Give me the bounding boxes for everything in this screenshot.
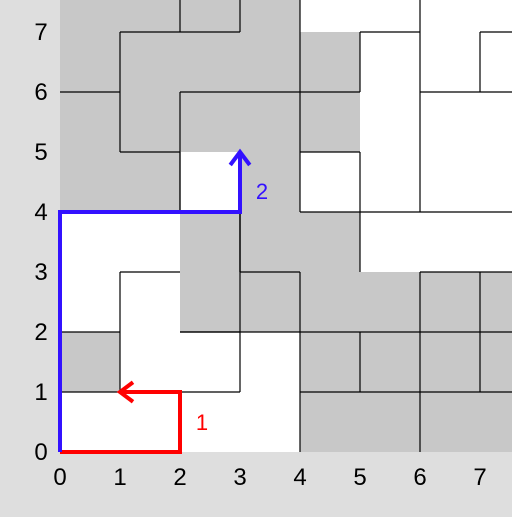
x-tick-label: 7: [473, 464, 486, 491]
x-tick-label: 5: [353, 464, 366, 491]
path-2-label: 2: [256, 179, 268, 204]
path-2: [58, 152, 242, 452]
x-tick-label: 3: [233, 464, 246, 491]
x-tick-label: 6: [413, 464, 426, 491]
x-tick-label: 0: [53, 464, 66, 491]
y-tick-label: 7: [34, 19, 47, 46]
y-tick-label: 5: [34, 139, 47, 166]
shaded-tile: [60, 332, 120, 392]
y-tick-label: 6: [34, 79, 47, 106]
y-tick-label: 3: [34, 259, 47, 286]
path-2-arrowhead: [228, 148, 252, 167]
y-tick-label: 4: [34, 199, 47, 226]
y-tick-label: 2: [34, 319, 47, 346]
shaded-tile: [240, 212, 360, 272]
shaded-tile: [300, 272, 512, 452]
x-tick-label: 1: [113, 464, 126, 491]
x-tick-label: 4: [293, 464, 306, 491]
y-tick-label: 0: [34, 439, 47, 466]
path-1-label: 1: [196, 410, 208, 435]
path-1: [60, 390, 182, 454]
paths-layer: 12: [58, 148, 268, 454]
y-tick-label: 1: [34, 379, 47, 406]
tiles-layer: [60, 0, 512, 452]
path-1-arrowhead: [116, 380, 135, 404]
x-tick-label: 2: [173, 464, 186, 491]
